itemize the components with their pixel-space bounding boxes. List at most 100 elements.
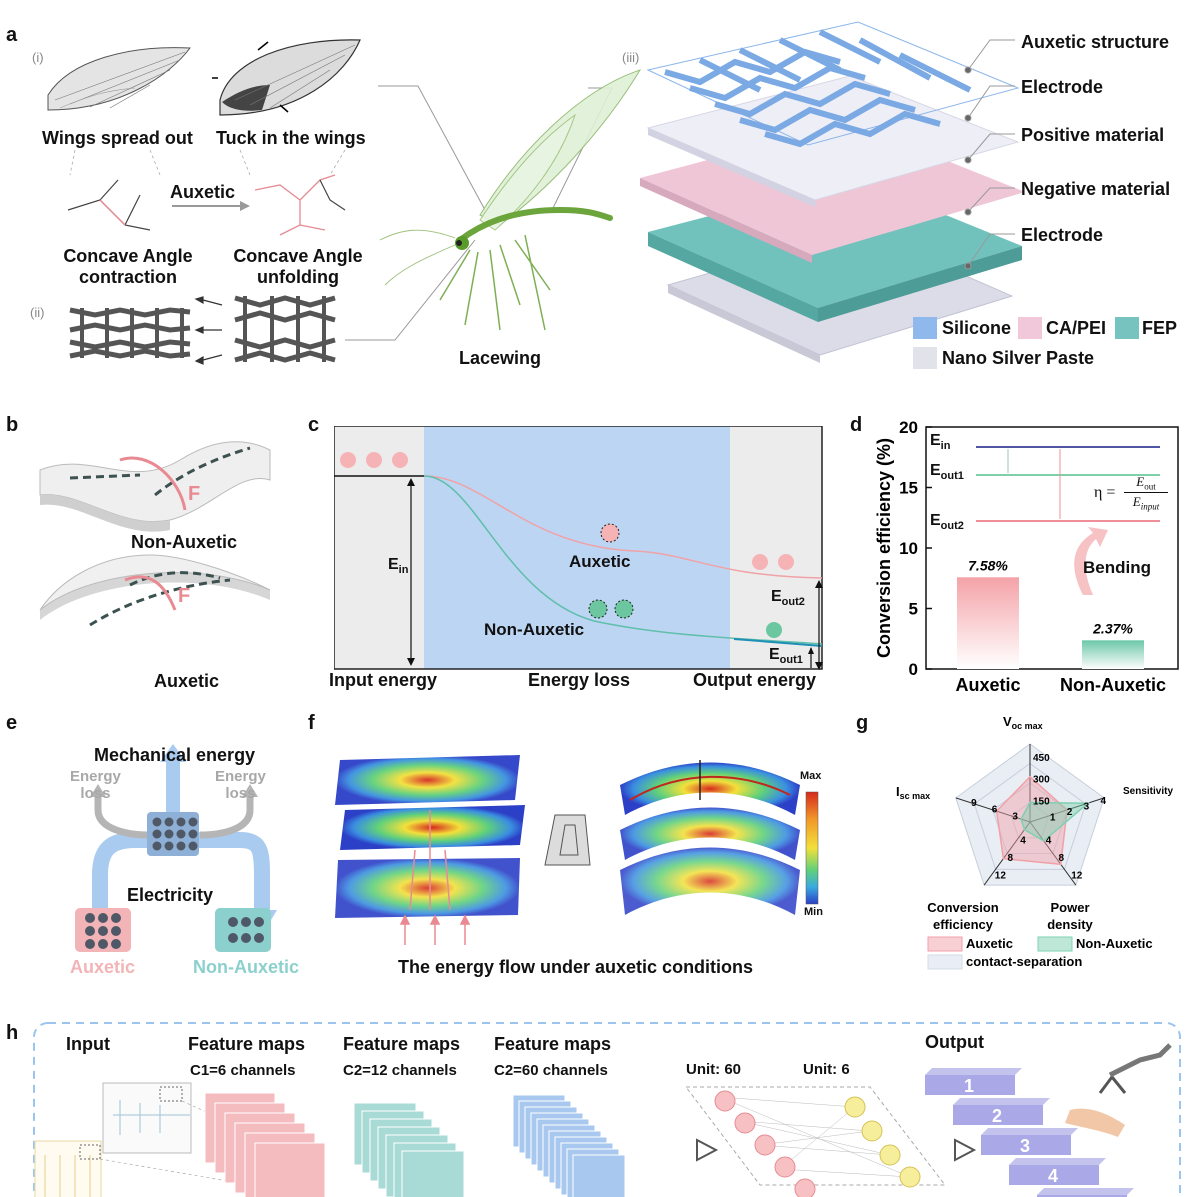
legend-swatch-silver xyxy=(913,347,937,369)
radar-tick-label: 4 xyxy=(1046,836,1052,847)
panel-label-e: e xyxy=(6,712,18,734)
panel-a-graphics xyxy=(47,21,1139,369)
panel-label-h: h xyxy=(6,1022,19,1044)
feature-maps-c3 xyxy=(512,1094,626,1197)
legend-label: Non-Auxetic xyxy=(1076,936,1153,951)
auxetic-output-label: Auxetic xyxy=(70,957,136,977)
radar-tick-label: 4 xyxy=(1100,796,1106,807)
radar-ring xyxy=(1010,801,1050,839)
y-tick-label: 0 xyxy=(909,660,918,679)
auxetic-shape-label: Auxetic xyxy=(154,671,220,691)
wing-tucked-illustration xyxy=(212,39,361,116)
e-out1-label: Eout1 xyxy=(769,646,803,667)
radar-spoke xyxy=(983,821,1031,886)
y-axis-label: Conversion efficiency (%) xyxy=(874,438,894,658)
radar-ring xyxy=(992,782,1068,855)
radar-tick-label: 12 xyxy=(995,871,1007,882)
feature-maps-c1 xyxy=(204,1092,326,1197)
legend-swatch xyxy=(927,954,963,970)
legend-swatch-capei xyxy=(1018,317,1042,339)
radar-tick-label: 8 xyxy=(1058,853,1064,864)
feature-maps-2-label: Feature maps xyxy=(343,1034,461,1054)
d-ein-label: Ein xyxy=(930,432,951,453)
feature-maps-1-label: Feature maps xyxy=(188,1034,306,1054)
unit-6-label: Unit: 6 xyxy=(803,1061,850,1078)
robot-hand-illustration xyxy=(1065,1043,1172,1137)
legend-swatch xyxy=(927,936,963,952)
panel-h-graphics xyxy=(33,1022,1181,1197)
radar-tick-label: 3 xyxy=(1012,811,1018,822)
x-category-label: Non-Auxetic xyxy=(1060,675,1166,695)
panel-c-graphics xyxy=(334,426,823,670)
legend-label: contact-separation xyxy=(966,954,1082,969)
legend-swatch-fep xyxy=(1115,317,1139,339)
non-auxetic-shape-label: Non-Auxetic xyxy=(131,532,238,552)
lacewing-label: Lacewing xyxy=(459,348,542,368)
radar-ring xyxy=(973,762,1087,870)
panel-b-graphics: F F xyxy=(39,441,271,627)
y-tick-label: 10 xyxy=(899,539,918,558)
axis-label-ce-1: Conversion xyxy=(927,900,999,915)
panel-f-graphics xyxy=(335,755,819,945)
radar-tick-label: 450 xyxy=(1033,753,1050,764)
sub-label-iii: (iii) xyxy=(622,50,640,65)
radar-tick-label: 1 xyxy=(1050,813,1056,824)
bar-data-label: 2.37% xyxy=(1092,620,1133,636)
radar-series-non-auxetic xyxy=(1020,801,1090,842)
wing-spread-illustration xyxy=(47,47,191,111)
output-4: 4 xyxy=(1048,1166,1059,1186)
radar-tick-label: 6 xyxy=(992,805,998,816)
auxetic-lattice-contracted xyxy=(69,307,191,359)
panel-label-c: c xyxy=(308,414,320,436)
bending-arrow xyxy=(1074,527,1108,595)
output-2: 2 xyxy=(992,1106,1003,1126)
curve-label-nonauxetic: Non-Auxetic xyxy=(484,620,585,639)
radar-spoke xyxy=(955,797,1031,823)
auxetic-arrow-label: Auxetic xyxy=(170,182,236,202)
bar-data-label: 7.58% xyxy=(968,557,1008,573)
bending-label: Bending xyxy=(1083,558,1151,577)
legend-capei: CA/PEI xyxy=(1046,318,1107,338)
feature-maps-3-sub: C2=60 channels xyxy=(494,1062,608,1079)
bar-non-auxetic xyxy=(1082,640,1144,669)
colorbar-min: Min xyxy=(804,906,823,918)
layer-label-negative: Negative material xyxy=(1021,179,1171,199)
axis-label-power-1: Power xyxy=(1050,900,1089,915)
lacewing-illustration xyxy=(379,69,642,331)
force-label-auxetic: F xyxy=(178,585,190,607)
radar-spoke xyxy=(1029,821,1077,886)
axis-label-isc: Isc max xyxy=(896,784,930,801)
y-tick-label: 20 xyxy=(899,418,918,437)
force-label-nonauxetic: F xyxy=(188,483,200,505)
unit-60-label: Unit: 60 xyxy=(686,1061,742,1078)
feature-maps-2-sub: C2=12 channels xyxy=(343,1062,457,1079)
layer-label-auxetic: Auxetic structure xyxy=(1021,32,1170,52)
axis-label-power-2: density xyxy=(1047,917,1093,932)
layer-label-positive: Positive material xyxy=(1021,125,1165,145)
radar-tick-label: 300 xyxy=(1033,775,1050,786)
auxetic-lattice-unfolded xyxy=(234,295,336,363)
x-label-output-energy: Output energy xyxy=(693,670,817,690)
output-1: 1 xyxy=(964,1076,975,1096)
mechanical-energy-label: Mechanical energy xyxy=(94,745,256,765)
panel-label-f: f xyxy=(308,712,315,734)
radar-tick-label: 4 xyxy=(1020,836,1026,847)
sub-label-i: (i) xyxy=(32,50,44,65)
e-out2-label: Eout2 xyxy=(771,588,805,609)
panel-e-graphics xyxy=(75,744,277,952)
y-tick-label: 15 xyxy=(899,479,918,498)
radar-tick-label: 150 xyxy=(1033,796,1050,807)
feature-maps-1-sub: C1=6 channels xyxy=(190,1062,296,1079)
legend-silicone: Silicone xyxy=(942,318,1012,338)
input-label: Input xyxy=(66,1034,110,1054)
wings-spread-label: Wings spread out xyxy=(42,128,193,148)
bar-auxetic xyxy=(957,577,1019,669)
legend-swatch xyxy=(1037,936,1073,952)
x-category-label: Auxetic xyxy=(955,675,1020,695)
output-bars xyxy=(925,1068,1134,1197)
